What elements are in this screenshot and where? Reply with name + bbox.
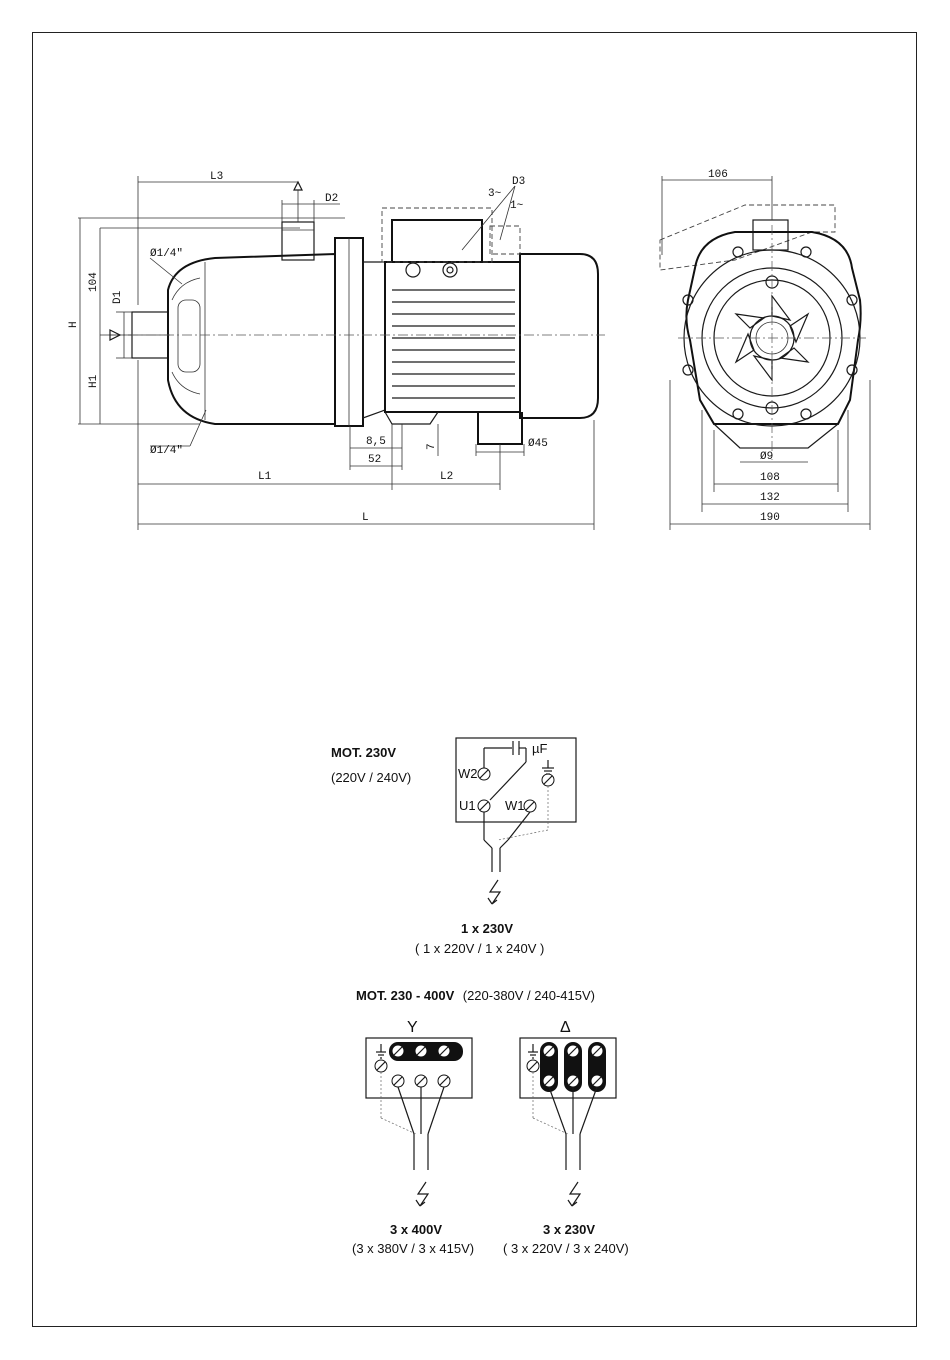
label-three-phase: 3~: [488, 188, 502, 200]
dim-h: H: [68, 321, 80, 328]
star-symbol: Y: [407, 1019, 418, 1036]
svg-text:MOT. 230 - 400V (220-380: MOT. 230 - 400V (220-380V / 240-415V): [356, 987, 595, 1004]
dim-d9: Ø9: [760, 451, 773, 463]
dim-132: 132: [760, 492, 780, 504]
delta-supply-alt: ( 3 x 220V / 3 x 240V): [503, 1241, 629, 1256]
dim-l3: L3: [210, 171, 223, 183]
dim-104: 104: [88, 272, 100, 292]
dim-h1: H1: [88, 374, 100, 388]
dim-7: 7: [426, 443, 438, 450]
thread-bottom-label: Ø1/4": [150, 445, 183, 457]
dim-d45: Ø45: [528, 438, 548, 450]
dim-106: 106: [708, 169, 728, 181]
dim-l1: L1: [258, 471, 272, 483]
thread-top-label: Ø1/4": [150, 248, 183, 260]
delta-supply: 3 x 230V: [543, 1222, 595, 1237]
dim-l2: L2: [440, 471, 453, 483]
terminal-w1: W1: [505, 798, 525, 813]
dim-190: 190: [760, 512, 780, 524]
dim-108: 108: [760, 472, 780, 484]
star-wiring: [366, 1038, 472, 1206]
side-view-labels: L3 D2 D3 3~ 1~ 104 D1 H H1 Ø1/4" Ø1/4" 8…: [68, 171, 548, 524]
dim-d3: D3: [512, 176, 525, 188]
delta-symbol: Δ: [560, 1019, 571, 1036]
dim-52: 52: [368, 454, 381, 466]
star-supply: 3 x 400V: [390, 1222, 442, 1237]
three-phase-label: MOT. 230 - 400V: [356, 988, 455, 1003]
single-phase-wiring: [456, 738, 576, 904]
label-single-phase: 1~: [510, 200, 524, 212]
single-supply: 1 x 230V: [461, 921, 513, 936]
three-phase-alt: (220-380V / 240-415V): [463, 988, 595, 1003]
dim-8-5: 8,5: [366, 436, 386, 448]
dim-d2: D2: [325, 193, 338, 205]
terminal-w2: W2: [458, 766, 478, 781]
capacitor-label: µF: [532, 741, 547, 756]
dim-d1: D1: [112, 290, 124, 304]
delta-wiring: [520, 1038, 616, 1206]
pump-side-view: [110, 208, 605, 444]
star-supply-alt: (3 x 380V / 3 x 415V): [352, 1241, 474, 1256]
single-supply-alt: ( 1 x 220V / 1 x 240V ): [415, 941, 544, 956]
pump-front-view: [660, 205, 866, 460]
dim-l: L: [362, 512, 369, 524]
front-view-labels: 106 Ø9 108 132 190: [708, 169, 780, 524]
motor-230v-alt: (220V / 240V): [331, 770, 411, 785]
motor-cooling-fins: [392, 290, 515, 398]
terminal-u1: U1: [459, 798, 476, 813]
three-phase-header: MOT. 230 - 400V (220-380V / 240-415V): [356, 987, 595, 1004]
motor-230v-label: MOT. 230V: [331, 745, 396, 760]
